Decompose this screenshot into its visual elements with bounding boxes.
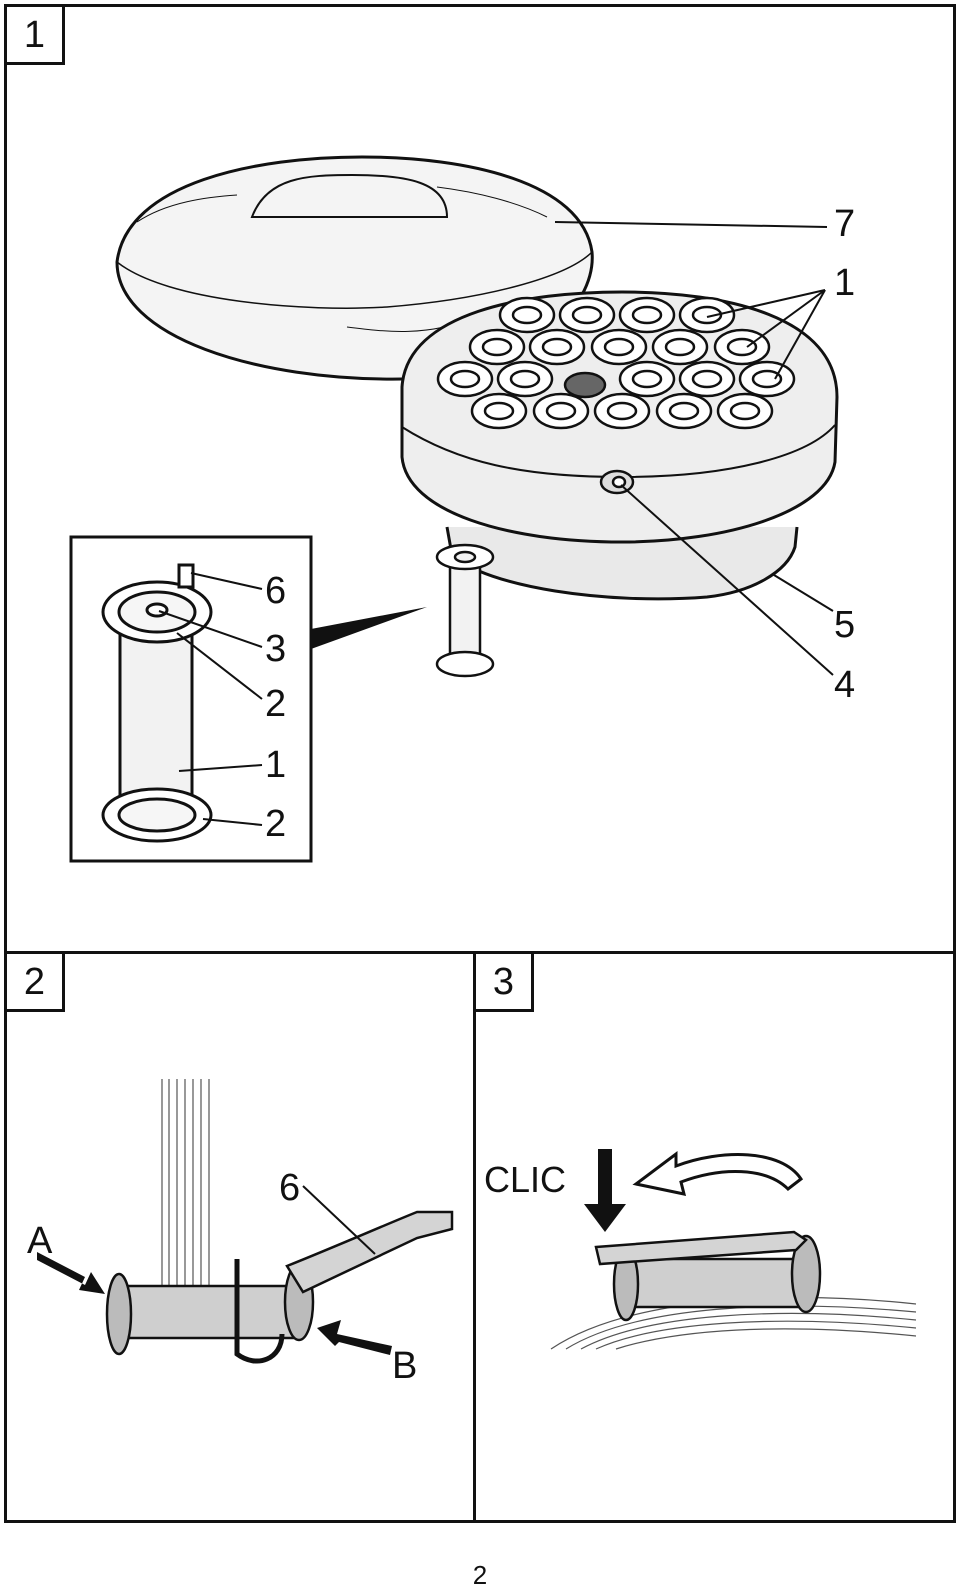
callout-arrow-b: B [392, 1345, 418, 1387]
inset-callout-end-cap-top: 2 [265, 683, 287, 725]
inset-callout-clip: 6 [265, 570, 287, 612]
hair-wrapping-illustration [37, 1079, 454, 1364]
panel-number: 1 [7, 7, 65, 65]
callout-clip: 6 [279, 1167, 301, 1209]
callout-lid: 7 [834, 203, 856, 245]
inset-callout-end-cap-bottom: 2 [265, 803, 287, 845]
figure-panel-1: 1 [4, 4, 956, 954]
curler-detail [101, 563, 213, 843]
inset-callout-roller: 1 [265, 744, 287, 786]
heated-roller-set-illustration [69, 155, 839, 863]
figure-panel-3: 3 CLIC [473, 951, 956, 1523]
page-number: 2 [472, 1560, 488, 1590]
callout-base: 5 [834, 604, 856, 646]
inset-callout-center: 3 [265, 628, 287, 670]
callout-switch: 4 [834, 664, 856, 706]
panel-number: 3 [476, 954, 534, 1012]
callout-arrow-a: A [27, 1220, 53, 1262]
figure-panel-2: 2 6 A B [4, 951, 479, 1523]
clip-fastening-illustration [550, 1149, 917, 1350]
callout-curlers: 1 [834, 262, 856, 304]
clic-label: CLIC [484, 1159, 567, 1200]
panel-number: 2 [7, 954, 65, 1012]
